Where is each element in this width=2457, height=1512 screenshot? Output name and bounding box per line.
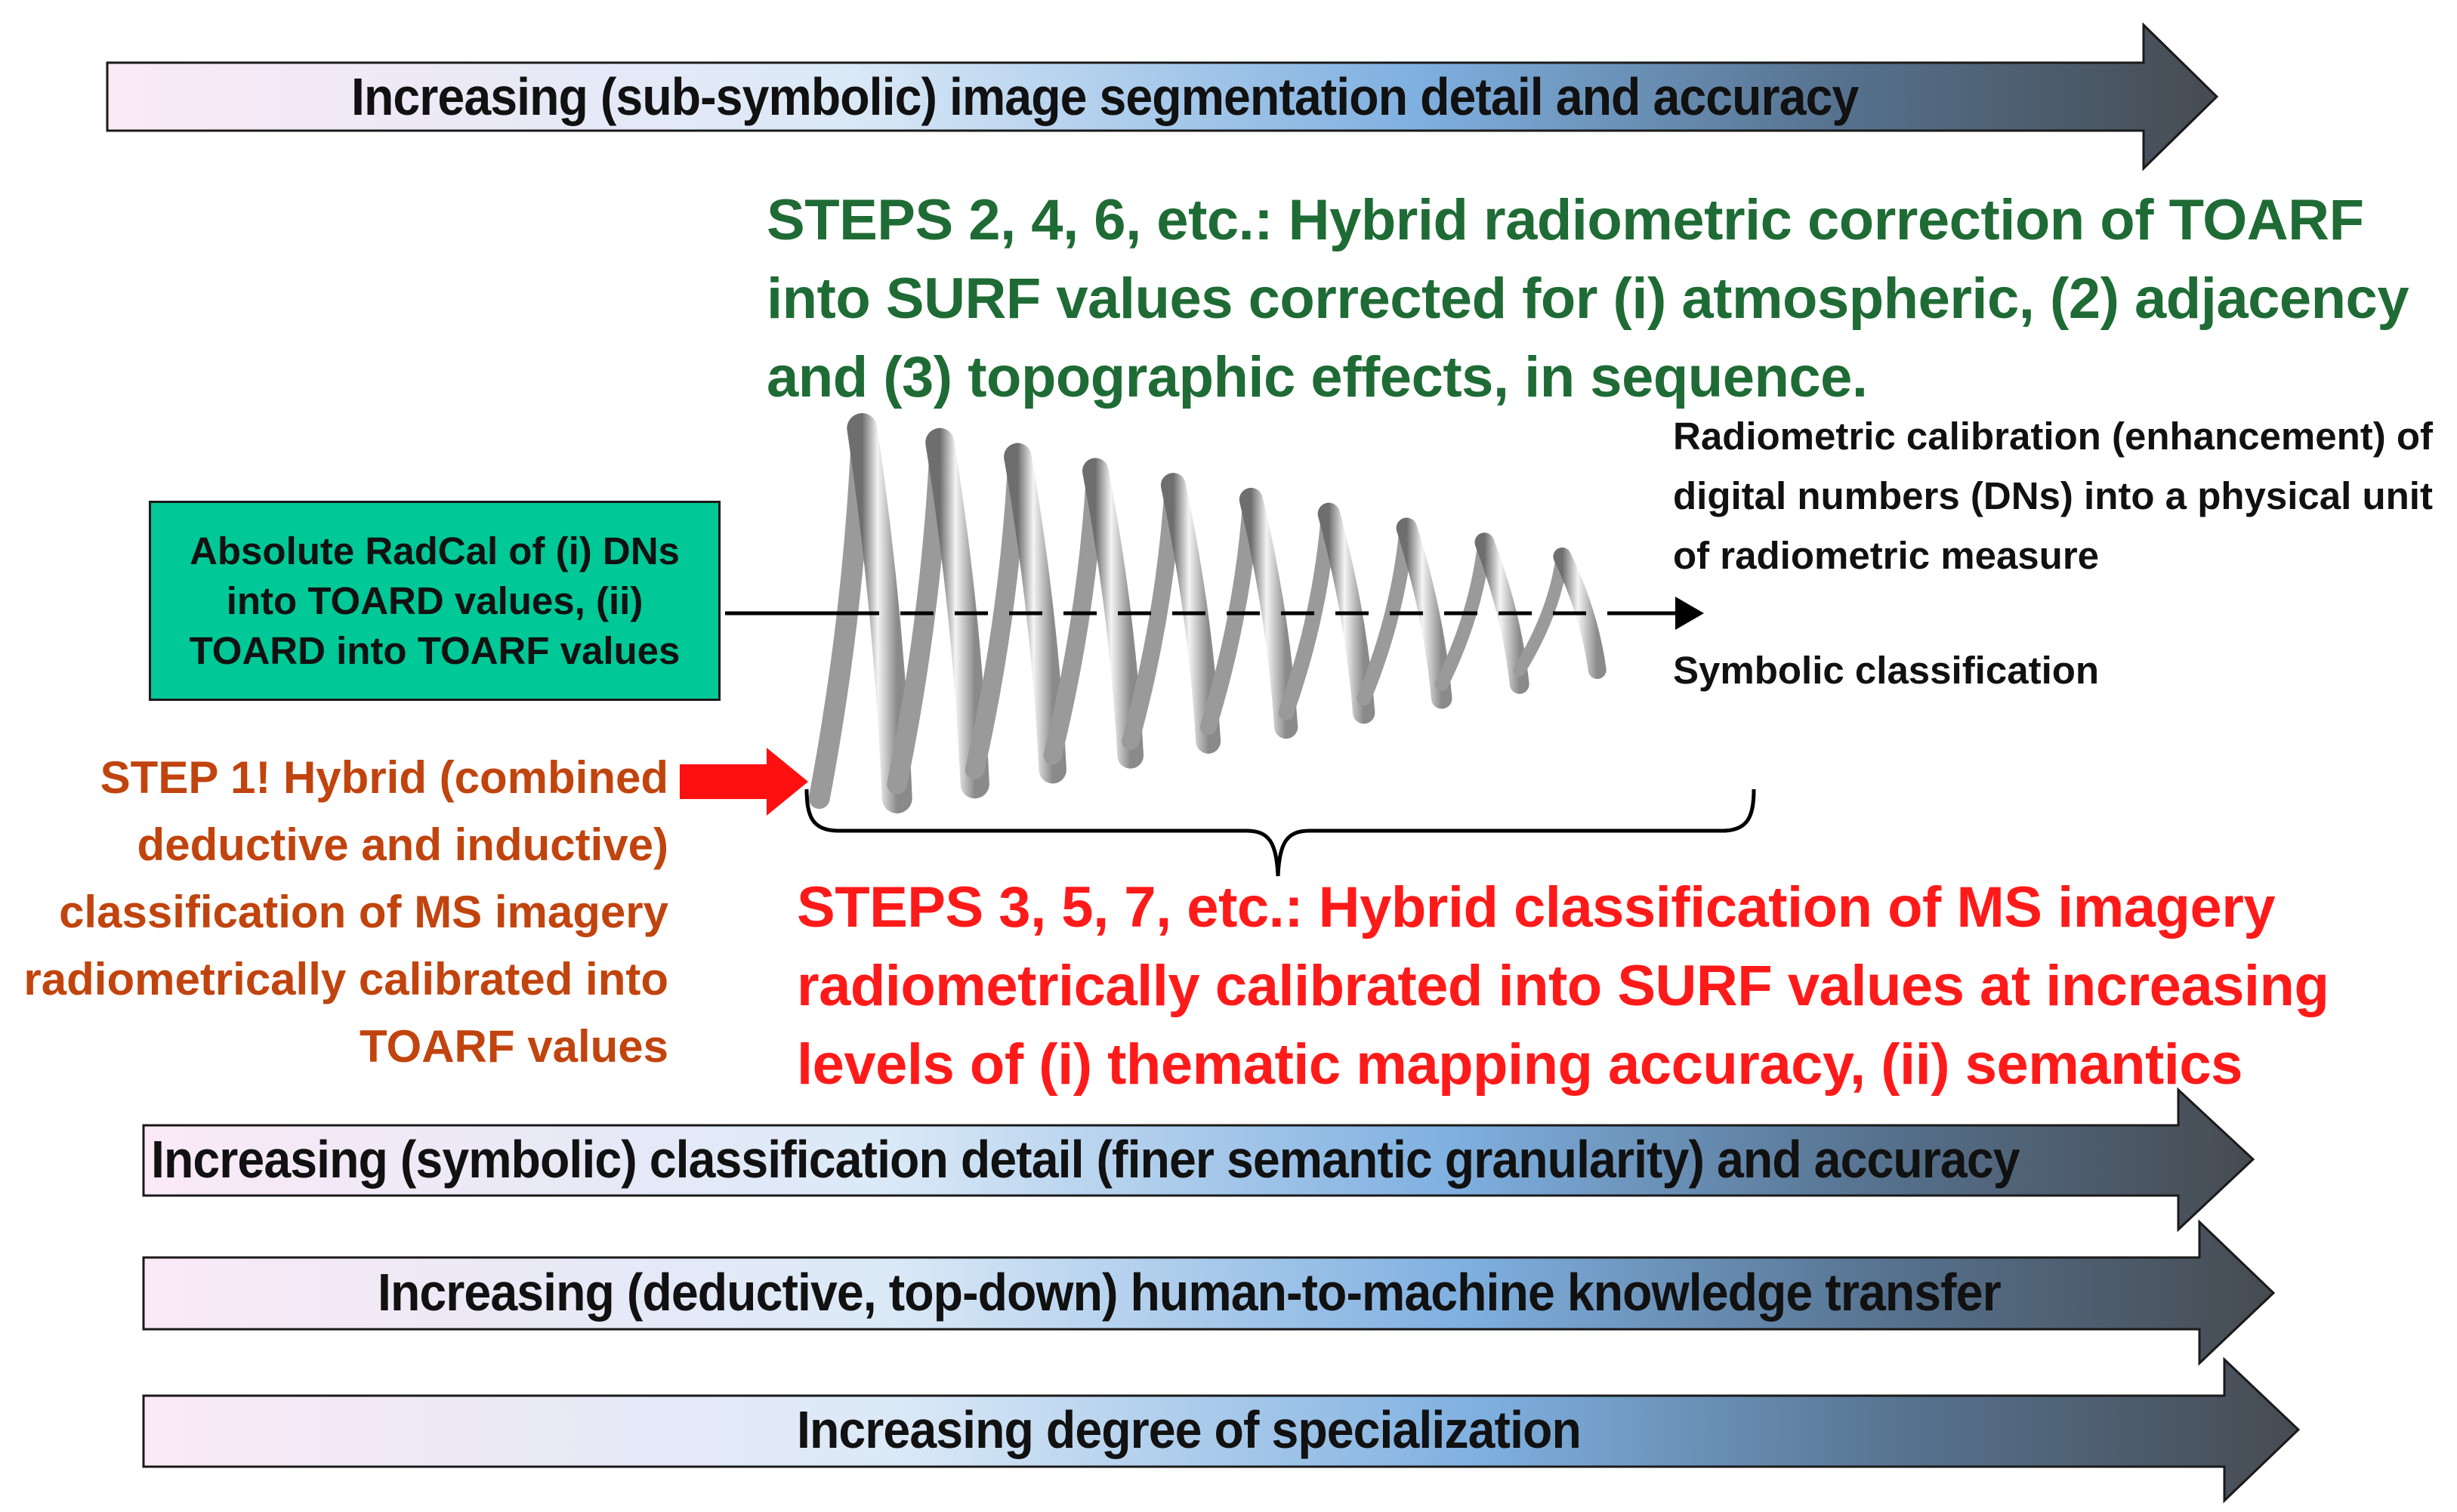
bottom-arrow-1-label: Increasing (symbolic) classification det… (151, 1130, 2020, 1189)
radcal-box-text: Absolute RadCal of (i) DNs into TOARD va… (189, 529, 681, 672)
coil-graphic (808, 413, 1607, 813)
symbolic-classification-note: Symbolic classification (1673, 649, 2100, 692)
axis-arrowhead (1675, 597, 1704, 630)
top-arrow-label: Increasing (sub-symbolic) image segmenta… (351, 67, 1859, 126)
radcal-box: Absolute RadCal of (i) DNs into TOARD va… (149, 501, 721, 701)
bottom-arrow-2-shape (142, 1219, 2276, 1366)
bottom-arrow-1-shape (142, 1087, 2255, 1233)
bottom-arrow-2-label: Increasing (deductive, top-down) human-t… (378, 1263, 2002, 1322)
green-steps-text: STEPS 2, 4, 6, etc.: Hybrid radiometric … (767, 188, 2409, 409)
curly-brace (804, 788, 1756, 877)
bottom-arrow-3-label: Increasing degree of specialization (797, 1400, 1582, 1459)
calibration-note: Radiometric calibration (enhancement) of… (1673, 415, 2434, 577)
step1-text: STEP 1! Hybrid (combined deductive and i… (23, 752, 668, 1072)
red-pointer-arrow (680, 748, 808, 816)
bottom-arrow-3-shape (142, 1356, 2301, 1504)
red-steps-text: STEPS 3, 5, 7, etc.: Hybrid classificati… (797, 875, 2329, 1097)
top-arrow-shape (106, 22, 2219, 171)
